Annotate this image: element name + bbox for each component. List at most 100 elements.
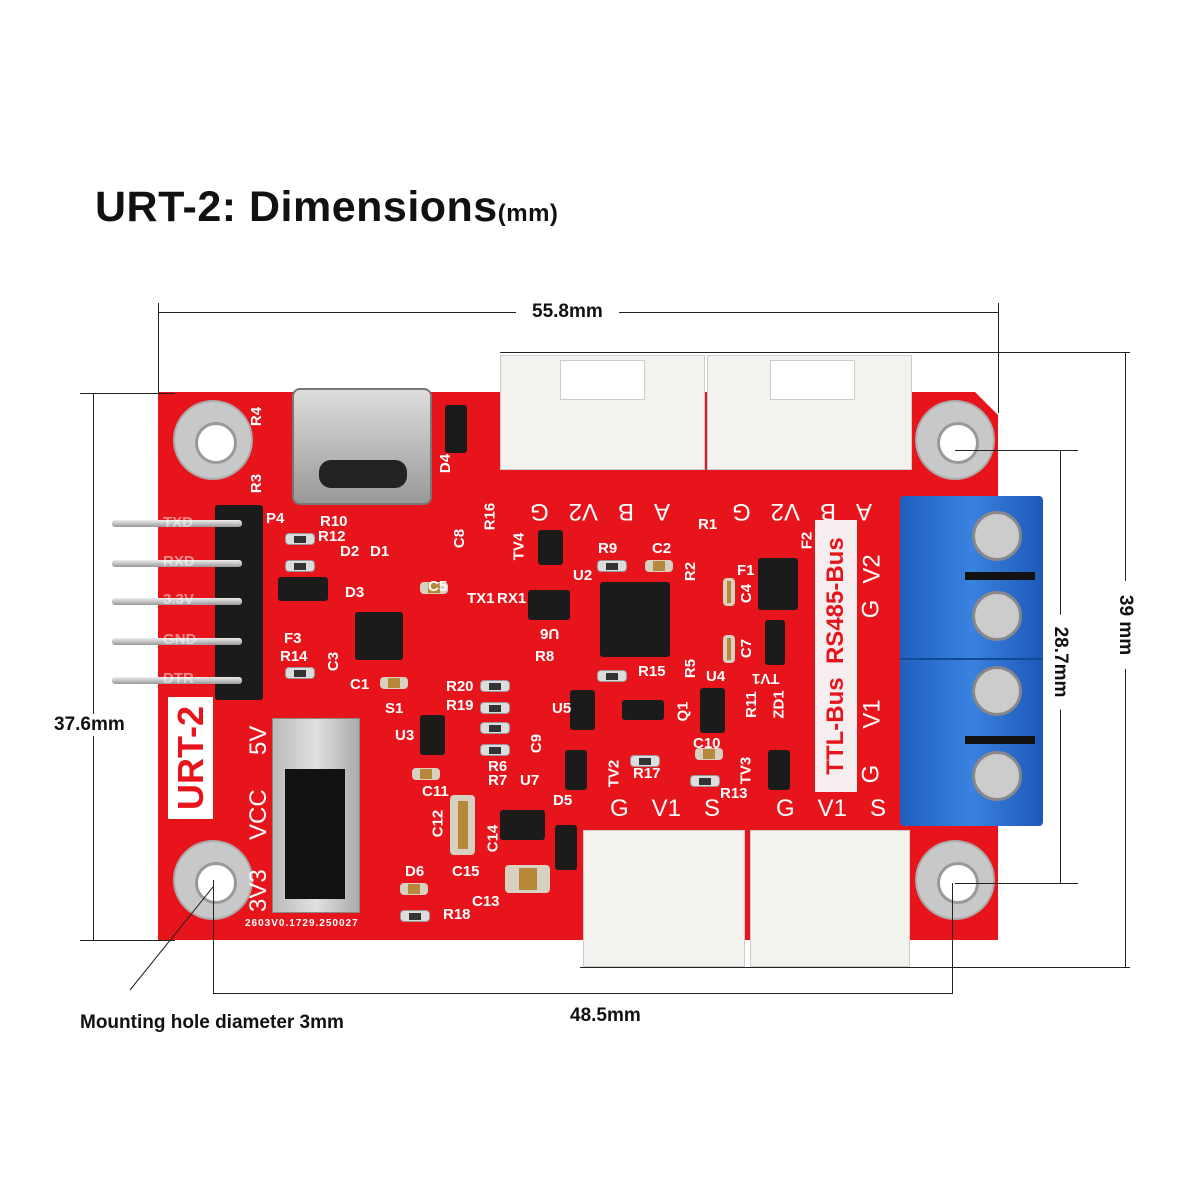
pin-label-dtr: DTR <box>163 670 194 687</box>
capacitor-c13 <box>505 865 550 893</box>
bus-label-box: TTL-Bus RS485-Bus <box>815 520 857 792</box>
ref-d2: D2 <box>340 543 360 560</box>
header-pin <box>112 520 242 527</box>
diode-d4 <box>445 405 467 453</box>
usb-c-port <box>292 388 432 505</box>
hole-spacing-horizontal-line <box>213 993 953 994</box>
ref-r1: R1 <box>698 516 718 533</box>
dimension-tick <box>80 940 175 941</box>
page-title: URT-2: Dimensions(mm) <box>95 183 558 232</box>
hole-spacing-horizontal-label: 48.5mm <box>564 1005 647 1027</box>
mounting-hole-note: Mounting hole diameter 3mm <box>74 1012 350 1034</box>
ref-r19: R19 <box>446 697 474 714</box>
resistor <box>597 560 627 572</box>
ic-u2 <box>600 582 670 657</box>
header-pin <box>112 638 242 645</box>
screw-icon <box>972 591 1022 641</box>
ref-s1: S1 <box>385 700 404 717</box>
tv2 <box>565 750 587 790</box>
ref-c11: C11 <box>422 783 449 800</box>
ref-c2: C2 <box>652 540 672 557</box>
capacitor <box>723 578 735 606</box>
pin-v1: V1 <box>651 795 681 822</box>
ref-c5: C5 <box>428 578 448 595</box>
resistor <box>690 775 720 787</box>
title-unit: (mm) <box>497 200 559 227</box>
dimension-tick <box>580 967 1130 968</box>
screw-terminal-block <box>900 496 1043 826</box>
pin-v1: V1 <box>817 795 847 822</box>
pin-s: S <box>869 795 886 822</box>
bottom-right-connector <box>750 830 910 967</box>
width-dimension-label: 55.8mm <box>516 301 619 323</box>
ref-d5: D5 <box>553 792 573 809</box>
ic-u3 <box>420 715 445 755</box>
ref-r18: R18 <box>443 906 471 923</box>
screw-icon <box>972 751 1022 801</box>
resistor <box>285 533 315 545</box>
ref-u3: U3 <box>395 727 415 744</box>
ref-r8: R8 <box>535 648 555 665</box>
resistor <box>480 680 510 692</box>
height-dimension-label: 37.6mm <box>48 714 131 736</box>
header-pin <box>112 560 242 567</box>
resistor <box>285 667 315 679</box>
ref-r10: R10 <box>320 513 348 530</box>
bottom-left-connector <box>583 830 745 967</box>
serial-number: 2603V0.1729.250027 <box>245 918 359 929</box>
connector-latch <box>560 360 645 400</box>
mounting-hole <box>915 400 995 480</box>
board-name-label: URT-2 <box>168 697 213 819</box>
screw-icon <box>972 666 1022 716</box>
ref-r15: R15 <box>638 663 666 680</box>
pin-label-3v3: 3.3V <box>163 591 194 608</box>
ic-u4 <box>700 688 725 733</box>
resistor <box>597 670 627 682</box>
tv3 <box>768 750 790 790</box>
ref-c13: C13 <box>472 893 500 910</box>
ref-r20: R20 <box>446 678 474 695</box>
diode-d5 <box>555 825 577 870</box>
pin-g: G <box>610 795 629 822</box>
header-pin <box>112 598 242 605</box>
pin-label-txd: TXD <box>163 514 193 531</box>
capacitor <box>412 768 440 780</box>
diode-d3 <box>278 577 328 601</box>
tv4 <box>538 530 563 565</box>
ic-u5 <box>570 690 595 730</box>
ref-d1: D1 <box>370 543 390 560</box>
ref-r7: R7 <box>488 772 508 789</box>
resistor <box>285 560 315 572</box>
pin-s: S <box>703 795 720 822</box>
title-text: URT-2: Dimensions <box>95 183 498 231</box>
q1 <box>622 700 664 720</box>
ref-rx1: RX1 <box>497 590 527 607</box>
ic-u1 <box>355 612 403 660</box>
dimension-tick <box>998 303 999 413</box>
resistor <box>480 744 510 756</box>
ref-r9: R9 <box>598 540 618 557</box>
ref-r6: R6 <box>488 758 508 775</box>
dimension-tick <box>955 450 1078 451</box>
capacitor-c12 <box>450 795 475 855</box>
ref-tx1: TX1 <box>467 590 495 607</box>
ref-f1: F1 <box>737 562 755 579</box>
ref-c10: C10 <box>693 735 721 752</box>
ref-r12: R12 <box>318 528 346 545</box>
ic-u6 <box>528 590 570 620</box>
pin-label-rxd: RXD <box>163 553 195 570</box>
dimension-tick <box>955 883 1078 884</box>
resistor <box>400 910 430 922</box>
ic-u7 <box>500 810 545 840</box>
capacitor <box>645 560 673 572</box>
ref-c1: C1 <box>350 676 370 693</box>
capacitor <box>723 635 735 663</box>
ref-u4: U4 <box>706 668 726 685</box>
ref-d6: D6 <box>405 863 425 880</box>
ref-r13: R13 <box>720 785 748 802</box>
capacitor <box>380 677 408 689</box>
connector-latch <box>770 360 855 400</box>
dimension-tick <box>213 880 214 993</box>
